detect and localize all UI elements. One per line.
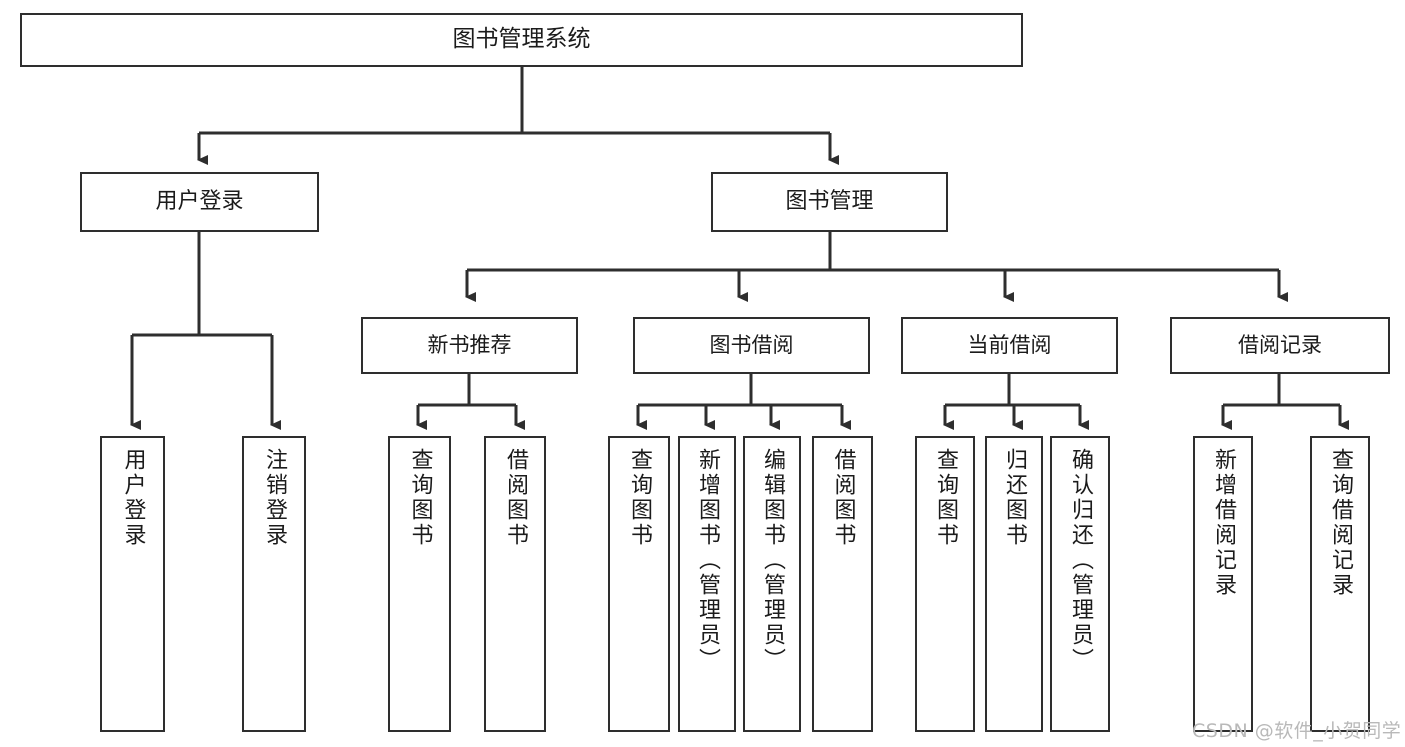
node-label: 图书管理系统 — [452, 26, 591, 53]
node-label: 编辑图书（管理员） — [760, 448, 785, 673]
node-current-borrow[interactable]: 当前借阅 — [901, 317, 1118, 374]
leaf-query-book-recommend[interactable]: 查询图书 — [388, 436, 451, 732]
node-new-book-recommend[interactable]: 新书推荐 — [361, 317, 578, 374]
node-label: 新增借阅记录 — [1211, 448, 1236, 598]
node-label: 查询借阅记录 — [1328, 448, 1353, 598]
node-book-borrow[interactable]: 图书借阅 — [633, 317, 870, 374]
leaf-logout[interactable]: 注销登录 — [242, 436, 306, 732]
leaf-user-login[interactable]: 用户登录 — [100, 436, 165, 732]
node-label: 借阅记录 — [1238, 332, 1322, 357]
leaf-query-book-current[interactable]: 查询图书 — [915, 436, 975, 732]
leaf-return-book[interactable]: 归还图书 — [985, 436, 1043, 732]
node-book-management[interactable]: 图书管理 — [711, 172, 948, 232]
node-label: 确认归还（管理员） — [1068, 448, 1093, 673]
leaf-add-book-admin[interactable]: 新增图书（管理员） — [678, 436, 736, 732]
node-label: 新增图书（管理员） — [695, 448, 720, 673]
leaf-borrow-book[interactable]: 借阅图书 — [812, 436, 873, 732]
leaf-add-borrow-record[interactable]: 新增借阅记录 — [1193, 436, 1253, 732]
leaf-confirm-return-admin[interactable]: 确认归还（管理员） — [1050, 436, 1110, 732]
node-label: 借阅图书 — [830, 448, 856, 548]
leaf-query-book-borrow[interactable]: 查询图书 — [608, 436, 670, 732]
node-label: 查询图书 — [627, 448, 652, 548]
node-label: 归还图书 — [1002, 448, 1027, 548]
node-root[interactable]: 图书管理系统 — [20, 13, 1023, 67]
node-borrow-record[interactable]: 借阅记录 — [1170, 317, 1390, 374]
node-label: 当前借阅 — [967, 332, 1052, 357]
node-label: 注销登录 — [262, 448, 287, 548]
node-user-login[interactable]: 用户登录 — [80, 172, 319, 232]
watermark: CSDN @软件_小贺同学 — [1192, 720, 1402, 742]
node-label: 用户登录 — [120, 448, 146, 548]
node-label: 新书推荐 — [427, 332, 512, 357]
leaf-edit-book-admin[interactable]: 编辑图书（管理员） — [743, 436, 801, 732]
node-label: 用户登录 — [155, 188, 244, 214]
leaf-query-borrow-record[interactable]: 查询借阅记录 — [1310, 436, 1370, 732]
node-label: 图书管理 — [785, 188, 874, 214]
node-label: 借阅图书 — [503, 448, 528, 548]
node-label: 图书借阅 — [709, 332, 794, 357]
node-label: 查询图书 — [933, 448, 958, 548]
node-label: 查询图书 — [407, 448, 433, 548]
leaf-borrow-book-recommend[interactable]: 借阅图书 — [484, 436, 546, 732]
